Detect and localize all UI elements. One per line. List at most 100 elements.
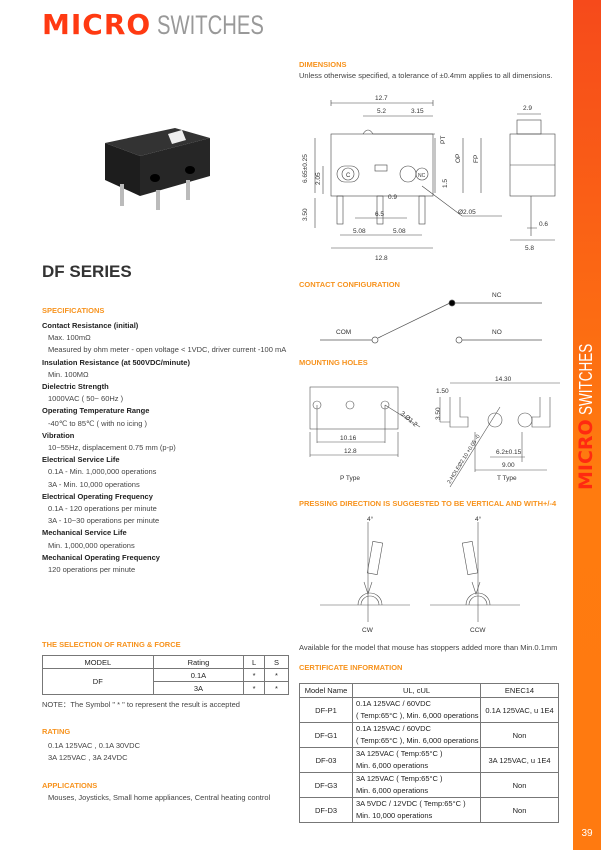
spec-value: Min. 1,000,000 operations bbox=[48, 540, 135, 550]
pressing-heading: PRESSING DIRECTION IS SUGGESTED TO BE VE… bbox=[299, 499, 557, 508]
model-name-cell: DF-G3 bbox=[299, 772, 353, 798]
spec-value: Min. 100MΩ bbox=[48, 369, 89, 379]
sidebar-micro: MICRO bbox=[575, 419, 597, 490]
dim-label: 3-Ø1.2 bbox=[399, 410, 419, 428]
spec-label: Mechanical Service Life bbox=[42, 528, 127, 538]
ul-cell: 3A 5VDC / 12VDC ( Temp:65°C )Min. 10,000… bbox=[352, 797, 481, 823]
spec-value: 1000VAC ( 50~ 60Hz ) bbox=[48, 394, 124, 404]
dim-label: Ø2.05 bbox=[458, 209, 476, 216]
rating-cell: 0.1A bbox=[152, 668, 245, 682]
certificate-heading: CERTIFICATE INFORMATION bbox=[299, 663, 403, 672]
header-s: S bbox=[263, 655, 290, 669]
spec-value: 120 operations per minute bbox=[48, 565, 136, 575]
header-l: L bbox=[243, 655, 265, 669]
product-photo bbox=[105, 128, 210, 210]
sidebar-switches: SWITCHES bbox=[576, 344, 596, 416]
model-name-cell: DF-G1 bbox=[299, 722, 353, 748]
spec-label: Mechanical Operating Frequency bbox=[42, 552, 160, 562]
enec-cell: 3A 125VAC, u 1E4 bbox=[480, 747, 559, 773]
dim-label: 2-HOLEØ2.10 +0.05 -0 bbox=[447, 434, 482, 485]
spec-label: Vibration bbox=[42, 430, 75, 440]
applications-text: Mouses, Joysticks, Small home appliances… bbox=[48, 792, 271, 802]
dim-label: 12.8 bbox=[375, 255, 388, 262]
p-type-label: P Type bbox=[340, 475, 360, 482]
mounting-heading: MOUNTING HOLES bbox=[299, 358, 368, 367]
spec-value: 10~55Hz, displacement 0.75 mm (p-p) bbox=[48, 443, 176, 453]
cw-label: CW bbox=[362, 627, 374, 634]
contact-heading: CONTACT CONFIGURATION bbox=[299, 280, 400, 289]
spec-value: Measured by ohm meter - open voltage < 1… bbox=[48, 345, 287, 355]
dim-label: 5.08 bbox=[393, 228, 406, 235]
dim-label: 5.8 bbox=[525, 245, 534, 252]
specifications-section: SPECIFICATIONS Contact Resistance (initi… bbox=[42, 306, 292, 576]
rating-line: 0.1A 125VAC , 0.1A 30VDC bbox=[48, 741, 141, 751]
dim-label: 2.9 bbox=[523, 105, 532, 112]
dim-label: 0.6 bbox=[539, 221, 548, 228]
dim-label: 0.9 bbox=[388, 194, 397, 201]
spec-value: 3A - 10~30 operations per minute bbox=[48, 516, 160, 526]
enec-cell: Non bbox=[480, 797, 559, 823]
dim-label: FP bbox=[473, 155, 480, 163]
ul-line: ( Temp:65°C ), Min. 6,000 operations bbox=[356, 711, 479, 720]
brand-switches: SWITCHES bbox=[157, 10, 265, 40]
brand-micro: MICRO bbox=[42, 8, 152, 41]
series-title: DF SERIES bbox=[42, 262, 132, 281]
dim-label: 2.05 bbox=[315, 172, 322, 185]
dim-label: 3.50 bbox=[435, 407, 442, 420]
dim-label: 14.30 bbox=[495, 376, 512, 383]
header-ul: UL, cUL bbox=[352, 683, 481, 698]
enec-cell: Non bbox=[480, 772, 559, 798]
spec-label: Dielectric Strength bbox=[42, 382, 109, 392]
dim-label: C bbox=[346, 173, 351, 179]
dim-label: 5.08 bbox=[353, 228, 366, 235]
pressing-diagram: 4° 4° CW CCW bbox=[320, 515, 520, 634]
dim-label: 1.50 bbox=[436, 388, 449, 395]
dim-label: 9.00 bbox=[502, 462, 515, 469]
nc-label: NC bbox=[492, 292, 502, 299]
ccw-label: CCW bbox=[470, 627, 486, 634]
spec-label: Electrical Service Life bbox=[42, 455, 120, 465]
rating-heading: RATING bbox=[42, 727, 71, 737]
angle-label: 4° bbox=[367, 515, 374, 523]
sidebar-strip: MICRO SWITCHES 39 bbox=[573, 0, 601, 850]
dim-label: 6.5 bbox=[375, 211, 384, 218]
com-label: COM bbox=[336, 329, 351, 336]
s-cell: * bbox=[263, 681, 290, 695]
ul-cell: 3A 125VAC ( Temp:65°C )Min. 6,000 operat… bbox=[352, 747, 481, 773]
ul-line: Min. 6,000 operations bbox=[356, 786, 429, 795]
spec-label: Insulation Resistance (at 500VDC/minute) bbox=[42, 357, 190, 367]
page-number: 39 bbox=[581, 828, 593, 839]
dim-label: 12.8 bbox=[344, 448, 357, 455]
dim-label: OP bbox=[455, 154, 462, 163]
angle-label: 4° bbox=[475, 515, 482, 523]
spec-label: Contact Resistance (initial) bbox=[42, 321, 139, 330]
dim-label: 1.5 bbox=[442, 179, 449, 188]
enec-cell: Non bbox=[480, 722, 559, 748]
dim-label: 10.16 bbox=[340, 435, 357, 442]
dim-label: PT bbox=[440, 136, 447, 144]
ul-cell: 0.1A 125VAC / 60VDC ( Temp:65°C ), Min. 6… bbox=[352, 697, 481, 723]
spec-value: 3A - Min. 10,000 operations bbox=[48, 479, 140, 489]
dimensions-heading: DIMENSIONS bbox=[299, 60, 347, 69]
model-name-cell: DF-03 bbox=[299, 747, 353, 773]
spec-value: 0.1A - 120 operations per minute bbox=[48, 504, 157, 514]
applications-heading: APPLICATIONS bbox=[42, 780, 98, 790]
no-label: NO bbox=[492, 329, 502, 336]
ul-line: 3A 125VAC ( Temp:65°C ) bbox=[356, 749, 443, 758]
dimensions-note: Unless otherwise specified, a tolerance … bbox=[299, 71, 553, 80]
header-model-name: Model Name bbox=[299, 683, 353, 698]
dim-label: 3.15 bbox=[411, 108, 424, 115]
dimensions-drawing: 12.7 5.2 3.15 PT OP FP 6.65±0.25 2.05 3.… bbox=[302, 95, 556, 262]
ul-cell: 3A 125VAC ( Temp:65°C )Min. 6,000 operat… bbox=[352, 772, 481, 798]
l-cell: * bbox=[243, 681, 265, 695]
l-cell: * bbox=[243, 668, 265, 682]
ul-line: 0.1A 125VAC / 60VDC bbox=[356, 699, 431, 708]
header-enec: ENEC14 bbox=[480, 683, 559, 698]
dim-label: 3.50 bbox=[302, 208, 309, 221]
ul-cell: 0.1A 125VAC / 60VDC( Temp:65°C ), Min. 6… bbox=[352, 722, 481, 748]
